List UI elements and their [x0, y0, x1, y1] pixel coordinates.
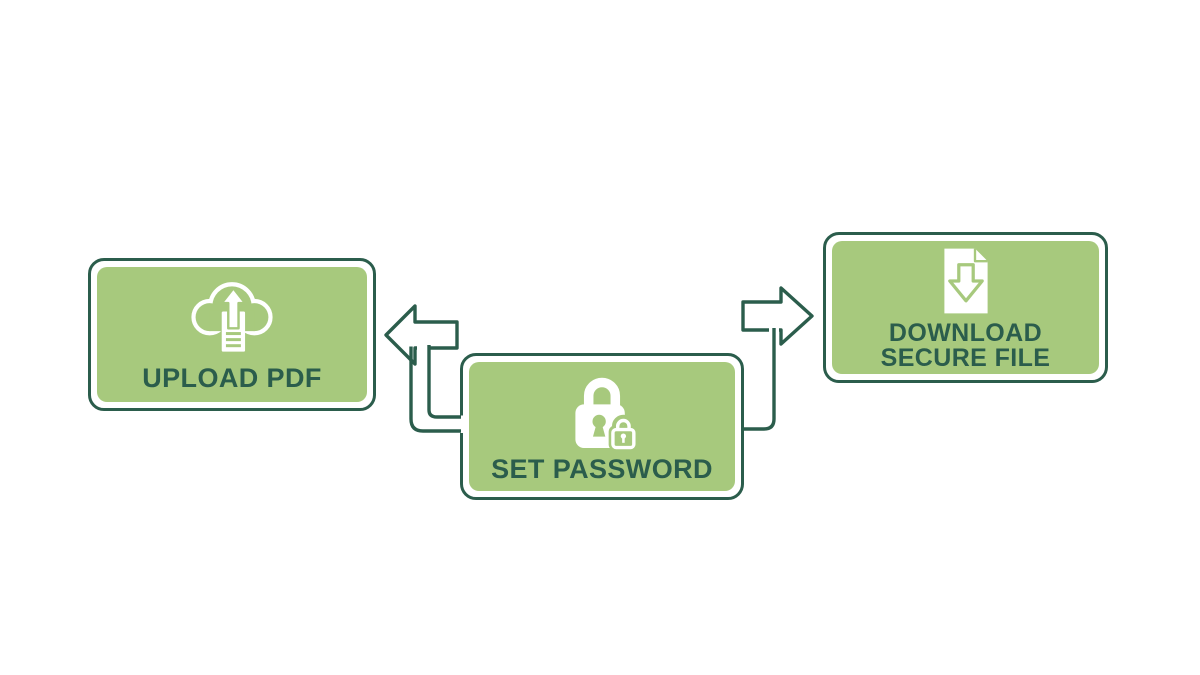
- step-label-upload: UPLOAD PDF: [142, 363, 322, 393]
- connector-upload-pipe: [409, 346, 461, 433]
- connector-download-pipe: [743, 328, 776, 431]
- step-panel-upload: UPLOAD PDF: [97, 267, 367, 402]
- step-panel-download: DOWNLOAD SECURE FILE: [832, 241, 1099, 374]
- arrow-to-upload-icon: [384, 304, 459, 366]
- download-file-icon: [937, 245, 995, 317]
- arrow-to-download-icon: [741, 286, 814, 346]
- step-panel-password: SET PASSWORD: [469, 362, 735, 491]
- step-box-password: SET PASSWORD: [460, 353, 744, 500]
- step-box-upload: UPLOAD PDF: [88, 258, 376, 411]
- cloud-upload-icon: [185, 277, 279, 361]
- step-label-download: DOWNLOAD SECURE FILE: [880, 318, 1051, 372]
- step-box-download: DOWNLOAD SECURE FILE: [823, 232, 1108, 383]
- step-label-password: SET PASSWORD: [491, 454, 713, 484]
- padlock-icon: [564, 370, 640, 452]
